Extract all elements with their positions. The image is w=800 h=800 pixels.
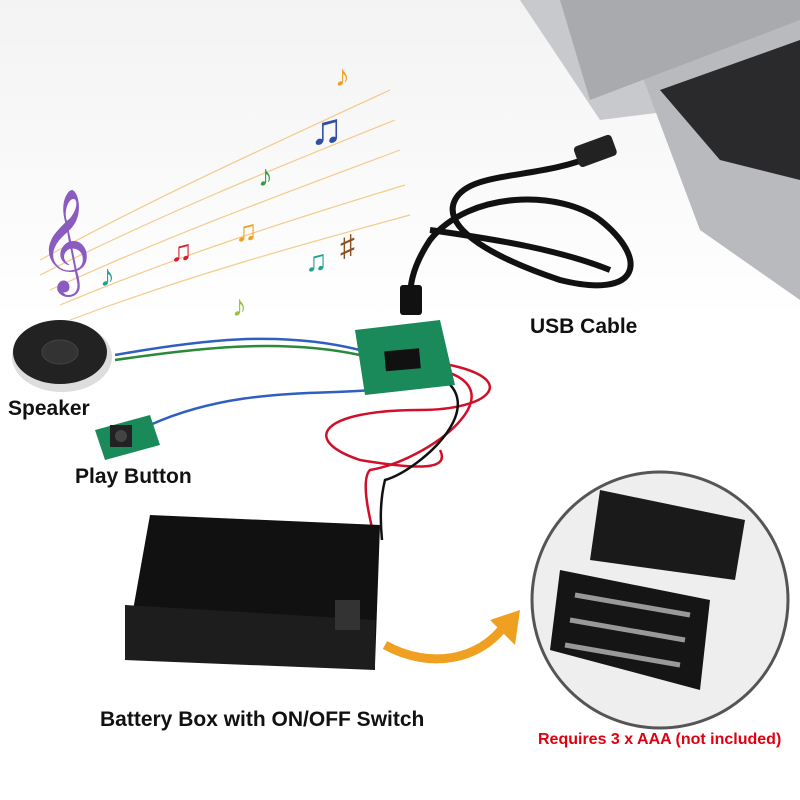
music-note-icon: ♫ xyxy=(305,245,328,278)
sound-module-board xyxy=(355,320,455,395)
sharp-icon: ♯ xyxy=(340,230,355,263)
music-note-icon: ♫ xyxy=(310,105,343,154)
treble-clef-icon: 𝄞 xyxy=(38,191,92,291)
music-note-icon: ♪ xyxy=(232,290,247,323)
music-note-icon: ♪ xyxy=(335,60,350,93)
play-button-label: Play Button xyxy=(75,465,192,488)
usb-plug xyxy=(400,285,422,315)
music-note-icon: ♫ xyxy=(170,235,193,268)
battery-box-inset xyxy=(530,470,790,730)
music-note-icon: ♫ xyxy=(235,215,258,248)
battery-box-label: Battery Box with ON/OFF Switch xyxy=(100,708,425,731)
music-note-icon: ♪ xyxy=(258,160,273,193)
battery-box xyxy=(125,515,380,670)
music-staff xyxy=(39,89,411,321)
usb-cable xyxy=(407,152,634,301)
music-note-icon: ♪ xyxy=(100,260,115,293)
play-button-module xyxy=(95,415,160,460)
speaker xyxy=(12,320,112,392)
battery-requirement-note: Requires 3 x AAA (not included) xyxy=(538,731,782,748)
arrow xyxy=(382,622,509,664)
usb-cable-label: USB Cable xyxy=(530,315,638,338)
speaker-label: Speaker xyxy=(8,397,90,420)
laptop xyxy=(520,0,800,300)
